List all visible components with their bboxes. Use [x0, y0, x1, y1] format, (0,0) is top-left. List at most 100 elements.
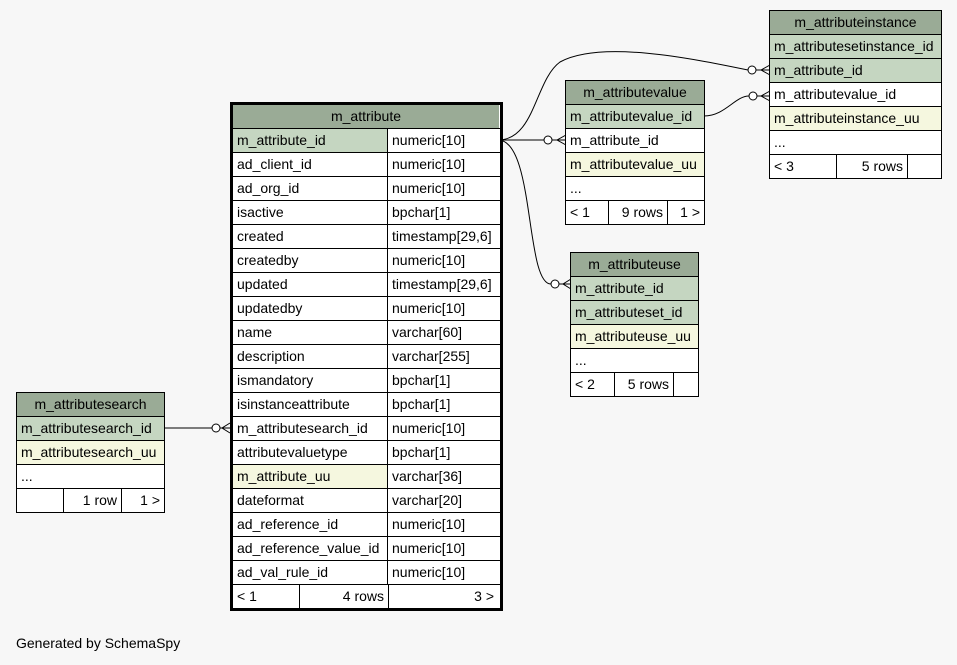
- edge-end-circle: [543, 135, 553, 145]
- column-type: numeric[10]: [387, 129, 499, 152]
- column-type: timestamp[29,6]: [387, 225, 499, 248]
- column-type: numeric[10]: [387, 177, 499, 200]
- column-name: description: [233, 345, 387, 368]
- column-name: ad_val_rule_id: [233, 561, 387, 584]
- table-header-m-attributevalue[interactable]: m_attributevalue: [566, 81, 704, 104]
- column-row[interactable]: m_attribute_id: [770, 58, 941, 82]
- column-type: numeric[10]: [387, 513, 499, 536]
- edge-crowfoot: [552, 134, 567, 146]
- table-parents-count[interactable]: < 1: [566, 201, 608, 224]
- table-children-count[interactable]: [673, 373, 698, 396]
- column-type: numeric[10]: [387, 153, 499, 176]
- table-children-count[interactable]: [907, 155, 941, 178]
- column-row[interactable]: ...: [566, 176, 704, 200]
- column-name: name: [233, 321, 387, 344]
- edge-crowfoot: [559, 278, 572, 290]
- column-type: numeric[10]: [387, 561, 499, 584]
- table-row-count: 5 rows: [614, 373, 673, 396]
- column-name: m_attributevalue_id: [770, 83, 941, 106]
- table-parents-count[interactable]: [17, 489, 63, 512]
- column-row[interactable]: m_attributesearch_id: [17, 416, 164, 440]
- column-name: created: [233, 225, 387, 248]
- column-name: ...: [566, 177, 704, 200]
- column-name: isactive: [233, 201, 387, 224]
- column-type: bpchar[1]: [387, 393, 499, 416]
- column-row[interactable]: ...: [17, 464, 164, 488]
- table-header-m-attribute[interactable]: m_attribute: [233, 105, 499, 128]
- column-type: numeric[10]: [387, 297, 499, 320]
- column-row[interactable]: m_attribute_id: [571, 276, 698, 300]
- edge-attributevalue-attributeinstance: [703, 95, 750, 117]
- column-row[interactable]: m_attributevalue_uu: [566, 152, 704, 176]
- edge-end-circle: [747, 65, 757, 75]
- column-name: ad_client_id: [233, 153, 387, 176]
- column-name: m_attribute_uu: [233, 465, 387, 488]
- table-header-m-attributesearch[interactable]: m_attributesearch: [17, 393, 164, 416]
- column-name: m_attribute_id: [233, 129, 387, 152]
- edge-attribute-attributeinstance: [497, 51, 749, 141]
- column-name: attributevaluetype: [233, 441, 387, 464]
- column-row[interactable]: m_attributevalue_id: [566, 104, 704, 128]
- column-name: ...: [770, 131, 941, 154]
- table-header-m-attributeinstance[interactable]: m_attributeinstance: [770, 11, 941, 34]
- column-name: ...: [571, 349, 698, 372]
- column-row[interactable]: m_attributesetinstance_id: [770, 34, 941, 58]
- edge-end-circle: [748, 91, 758, 101]
- column-name: createdby: [233, 249, 387, 272]
- column-row[interactable]: ...: [571, 348, 698, 372]
- column-name: m_attribute_id: [566, 129, 704, 152]
- table-children-count[interactable]: 1 >: [121, 489, 164, 512]
- column-type: numeric[10]: [387, 249, 499, 272]
- table-header-m-attributeuse[interactable]: m_attributeuse: [571, 253, 698, 276]
- table-children-count[interactable]: 1 >: [667, 201, 704, 224]
- column-name: m_attributeinstance_uu: [770, 107, 941, 130]
- column-row[interactable]: m_attribute_id: [566, 128, 704, 152]
- column-row[interactable]: m_attributeinstance_uu: [770, 106, 941, 130]
- column-name: ismandatory: [233, 369, 387, 392]
- table-parents-count[interactable]: < 2: [571, 373, 614, 396]
- table-parents-count[interactable]: < 3: [770, 155, 836, 178]
- table-children-count[interactable]: 3 >: [388, 585, 498, 608]
- edge-crowfoot: [220, 422, 231, 434]
- column-row[interactable]: m_attributesearch_uu: [17, 440, 164, 464]
- column-name: m_attributesetinstance_id: [770, 35, 941, 58]
- generated-by-footer: Generated by SchemaSpy: [16, 635, 181, 651]
- column-row[interactable]: ...: [770, 130, 941, 154]
- column-row[interactable]: m_attributeset_id: [571, 300, 698, 324]
- column-name: m_attribute_id: [571, 277, 698, 300]
- column-row[interactable]: m_attributeuse_uu: [571, 324, 698, 348]
- column-row[interactable]: m_attributevalue_id: [770, 82, 941, 106]
- column-type: timestamp[29,6]: [387, 273, 499, 296]
- column-name: m_attributeuse_uu: [571, 325, 698, 348]
- column-name: ad_org_id: [233, 177, 387, 200]
- column-name: ad_reference_value_id: [233, 537, 387, 560]
- column-name: m_attributevalue_id: [566, 105, 704, 128]
- column-type: bpchar[1]: [387, 369, 499, 392]
- table-parents-count[interactable]: < 1: [233, 585, 299, 608]
